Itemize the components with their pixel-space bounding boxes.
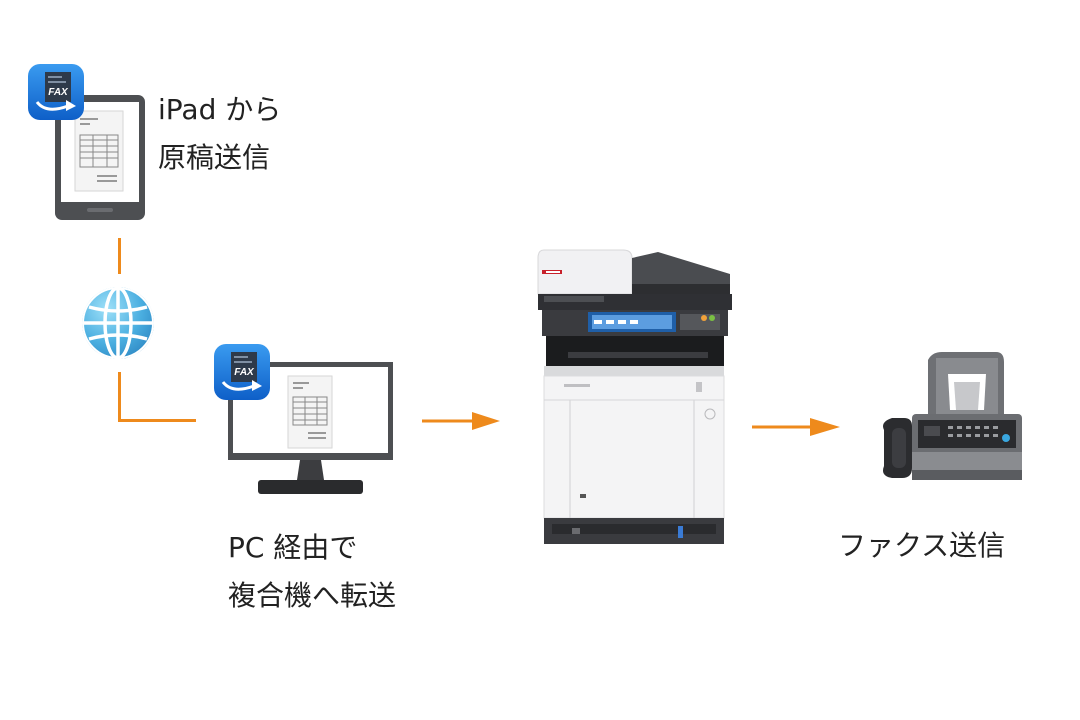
multifunction-printer: [528, 244, 734, 548]
connector-globe-to-pc-vertical: [118, 372, 121, 422]
pc-caption-line1: PC 経由で: [228, 531, 358, 564]
fax-app-icon-text: FAX: [48, 87, 69, 98]
pc-caption: PC 経由で 複合機へ転送: [228, 524, 396, 620]
connector-ipad-to-globe: [118, 238, 121, 274]
ipad-device: [55, 95, 145, 220]
fax-machine: [878, 352, 1024, 486]
fax-illustration: [883, 352, 1022, 480]
document-icon: [287, 375, 333, 449]
monitor-illustration: [228, 362, 393, 494]
ipad-caption-line2: 原稿送信: [158, 141, 271, 174]
globe-icon: [80, 285, 156, 361]
arrow-pc-to-printer: [422, 410, 502, 432]
ipad-caption: iPad から 原稿送信: [158, 86, 281, 182]
fax-app-icon-text: FAX: [234, 367, 255, 378]
printer-illustration: [537, 249, 732, 544]
ipad-caption-line1: iPad から: [158, 93, 282, 126]
pc-monitor: [228, 362, 393, 498]
pc-caption-line2: 複合機へ転送: [228, 579, 397, 612]
document-icon: [74, 110, 124, 192]
connector-globe-to-pc-horizontal: [118, 419, 196, 422]
fax-app-icon: FAX: [28, 64, 84, 120]
fax-caption-line: ファクス送信: [838, 529, 1006, 562]
ipad-illustration: [55, 95, 145, 220]
fax-caption: ファクス送信: [838, 522, 1005, 570]
arrow-printer-to-fax: [752, 416, 842, 438]
fax-app-icon: FAX: [214, 344, 270, 400]
